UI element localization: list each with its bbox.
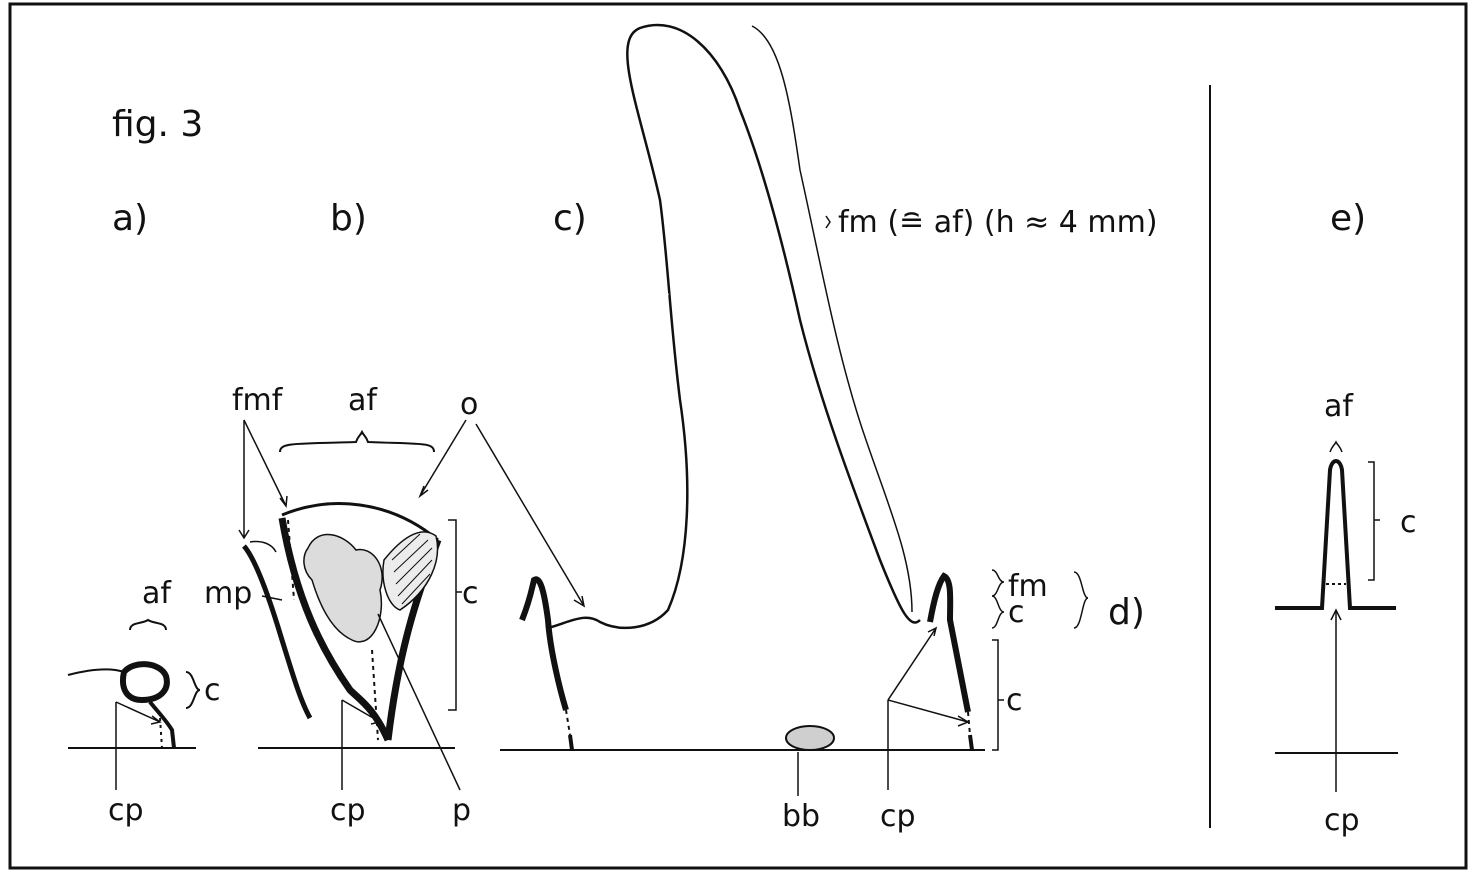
panel-e-heading: e) [1330,198,1366,239]
panel-b-c-label: c [462,576,479,611]
panel-c-fm-balloon [548,25,920,628]
panel-d-c-lower-brace [992,640,1004,750]
panel-a-c-brace [186,672,200,708]
panel-d-big-brace [1074,572,1088,628]
bb-label: bb [782,799,820,834]
panel-c-fm-bracket [752,26,912,612]
panel-c-left-stalk [522,579,566,710]
panel-b-fmf-label: fmf [232,383,284,418]
figure-border [10,4,1466,868]
panel-b-af-brace [280,432,434,452]
panel-d-foot [970,735,972,750]
panel-e-c-brace [1368,462,1380,580]
panel-c-left-dots [566,710,570,735]
bb-body [786,726,834,750]
panel-a-af-brace [130,620,166,630]
panel-d-c-small-label: c [1008,595,1025,630]
panel-b-heading: b) [330,198,367,239]
panel-d-cp-arrow1 [888,628,936,700]
panel-a-drawing [68,620,200,790]
panel-b-mp-leader [262,596,282,600]
panel-a-c-label: c [204,673,221,708]
panel-b-stalk-dash [372,650,378,740]
panel-e-drawing [1275,442,1398,792]
panel-cd-drawing [476,25,1088,796]
figure-title: fig. 3 [112,104,203,145]
panel-a-head [123,664,167,700]
panel-a-side-line [68,669,124,675]
panel-b-af-label: af [348,383,378,418]
panel-e-profile [1275,461,1396,608]
panel-b-drawing [239,420,466,790]
panel-b-o-arrow [420,420,466,496]
panel-d-heading: d) [1108,592,1145,633]
panel-c-fm-brace-tip [826,216,830,228]
panel-c-heading: c) [553,198,587,239]
panel-d-c-small-brace [992,596,1004,628]
panel-d-cp-arrow2 [888,700,968,726]
panel-b-c-brace [448,520,462,710]
panel-b-fmf-arrow1 [244,420,287,506]
panel-c-left-foot [570,735,572,750]
panel-e-cp-label: cp [1324,803,1360,838]
panel-b-mp-tip [250,541,276,552]
panel-b-mp-label: mp [204,576,252,611]
panel-c-gap2 [770,262,778,288]
panel-d-cp-label: cp [880,799,916,834]
panel-b-o-label: o [460,387,478,422]
panel-d-c-lower-label: c [1006,683,1023,718]
panel-c-fm-note: fm (≘ af) (h ≈ 4 mm) [838,205,1158,240]
panel-c-gap1 [657,272,666,296]
panel-b-mp-structure [244,546,310,718]
panel-e-af-brace [1330,442,1342,452]
panel-b-cp-label: cp [330,793,366,828]
panel-a-heading: a) [112,198,148,239]
panel-e-af-label: af [1324,389,1354,424]
panel-a-af-label: af [142,576,172,611]
panel-c-o-arrow [476,424,584,606]
panel-b-fmf-arrow2 [239,420,249,538]
panel-a-cp-label: cp [108,793,144,828]
panel-d-fm-brace [992,570,1004,596]
panel-d-stalk [930,576,968,712]
panel-b-p-label: p [452,793,471,828]
panel-d-dots [968,712,970,735]
panel-e-c-label: c [1400,505,1417,540]
